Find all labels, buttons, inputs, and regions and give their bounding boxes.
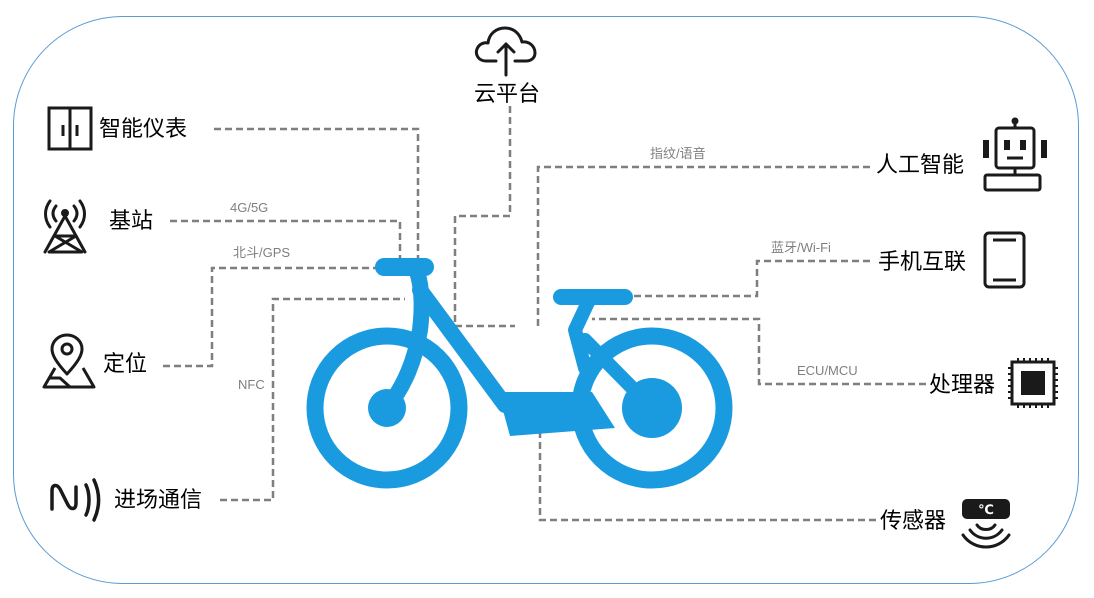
connector-lines [163, 106, 926, 522]
bike-down-tube [412, 282, 513, 413]
bike-frame [375, 258, 659, 416]
bike-battery-deck [498, 392, 615, 436]
bike-seat-post [568, 291, 597, 375]
cloud-platform-label: 云平台 [474, 82, 541, 107]
tablet-icon [983, 231, 1026, 289]
processor-label: 处理器 [929, 373, 996, 398]
connector-ai [536, 165, 870, 326]
base-station-label: 基站 [109, 209, 154, 234]
temperature-sensor-icon: ℃ [961, 499, 1011, 549]
connector-phone [612, 259, 870, 298]
cell-tower-icon [43, 199, 87, 254]
nfc-icon [50, 478, 101, 522]
bike-rear-wheel [306, 327, 468, 489]
ai-label: 人工智能 [876, 153, 965, 178]
connector-access [220, 297, 405, 502]
edge-label-fingerprint-voice: 指纹/语音 [650, 146, 706, 161]
robot-icon [983, 117, 1047, 192]
bicycle [306, 258, 733, 489]
bike-fork [578, 333, 659, 415]
smart-dashboard-label: 智能仪表 [99, 117, 188, 142]
sensor-icon-text: ℃ [978, 503, 994, 518]
sensor-label: 传感器 [880, 509, 947, 534]
phone-interconnect-label: 手机互联 [878, 250, 967, 275]
connector-sensor [538, 432, 876, 522]
edge-label-beidou-gps: 北斗/GPS [233, 245, 291, 260]
map-pin-icon [42, 333, 96, 389]
connector-processor [592, 317, 926, 386]
edge-label-bluetooth-wifi: 蓝牙/Wi-Fi [771, 240, 831, 255]
cpu-chip-icon [1008, 358, 1058, 408]
connector-dashboard [214, 127, 420, 260]
cloud-upload-icon [474, 26, 537, 77]
positioning-label: 定位 [103, 352, 148, 377]
edge-label-nfc: NFC [238, 377, 265, 392]
connector-positioning [163, 266, 396, 368]
connector-cloud [453, 106, 515, 328]
access-communication-label: 进场通信 [114, 488, 203, 513]
connector-base-station [170, 219, 402, 262]
edge-label-4g5g: 4G/5G [230, 200, 269, 215]
edge-label-ecu-mcu: ECU/MCU [797, 363, 858, 378]
dashboard-panel-icon [47, 106, 93, 151]
diagram-frame [13, 16, 1079, 584]
